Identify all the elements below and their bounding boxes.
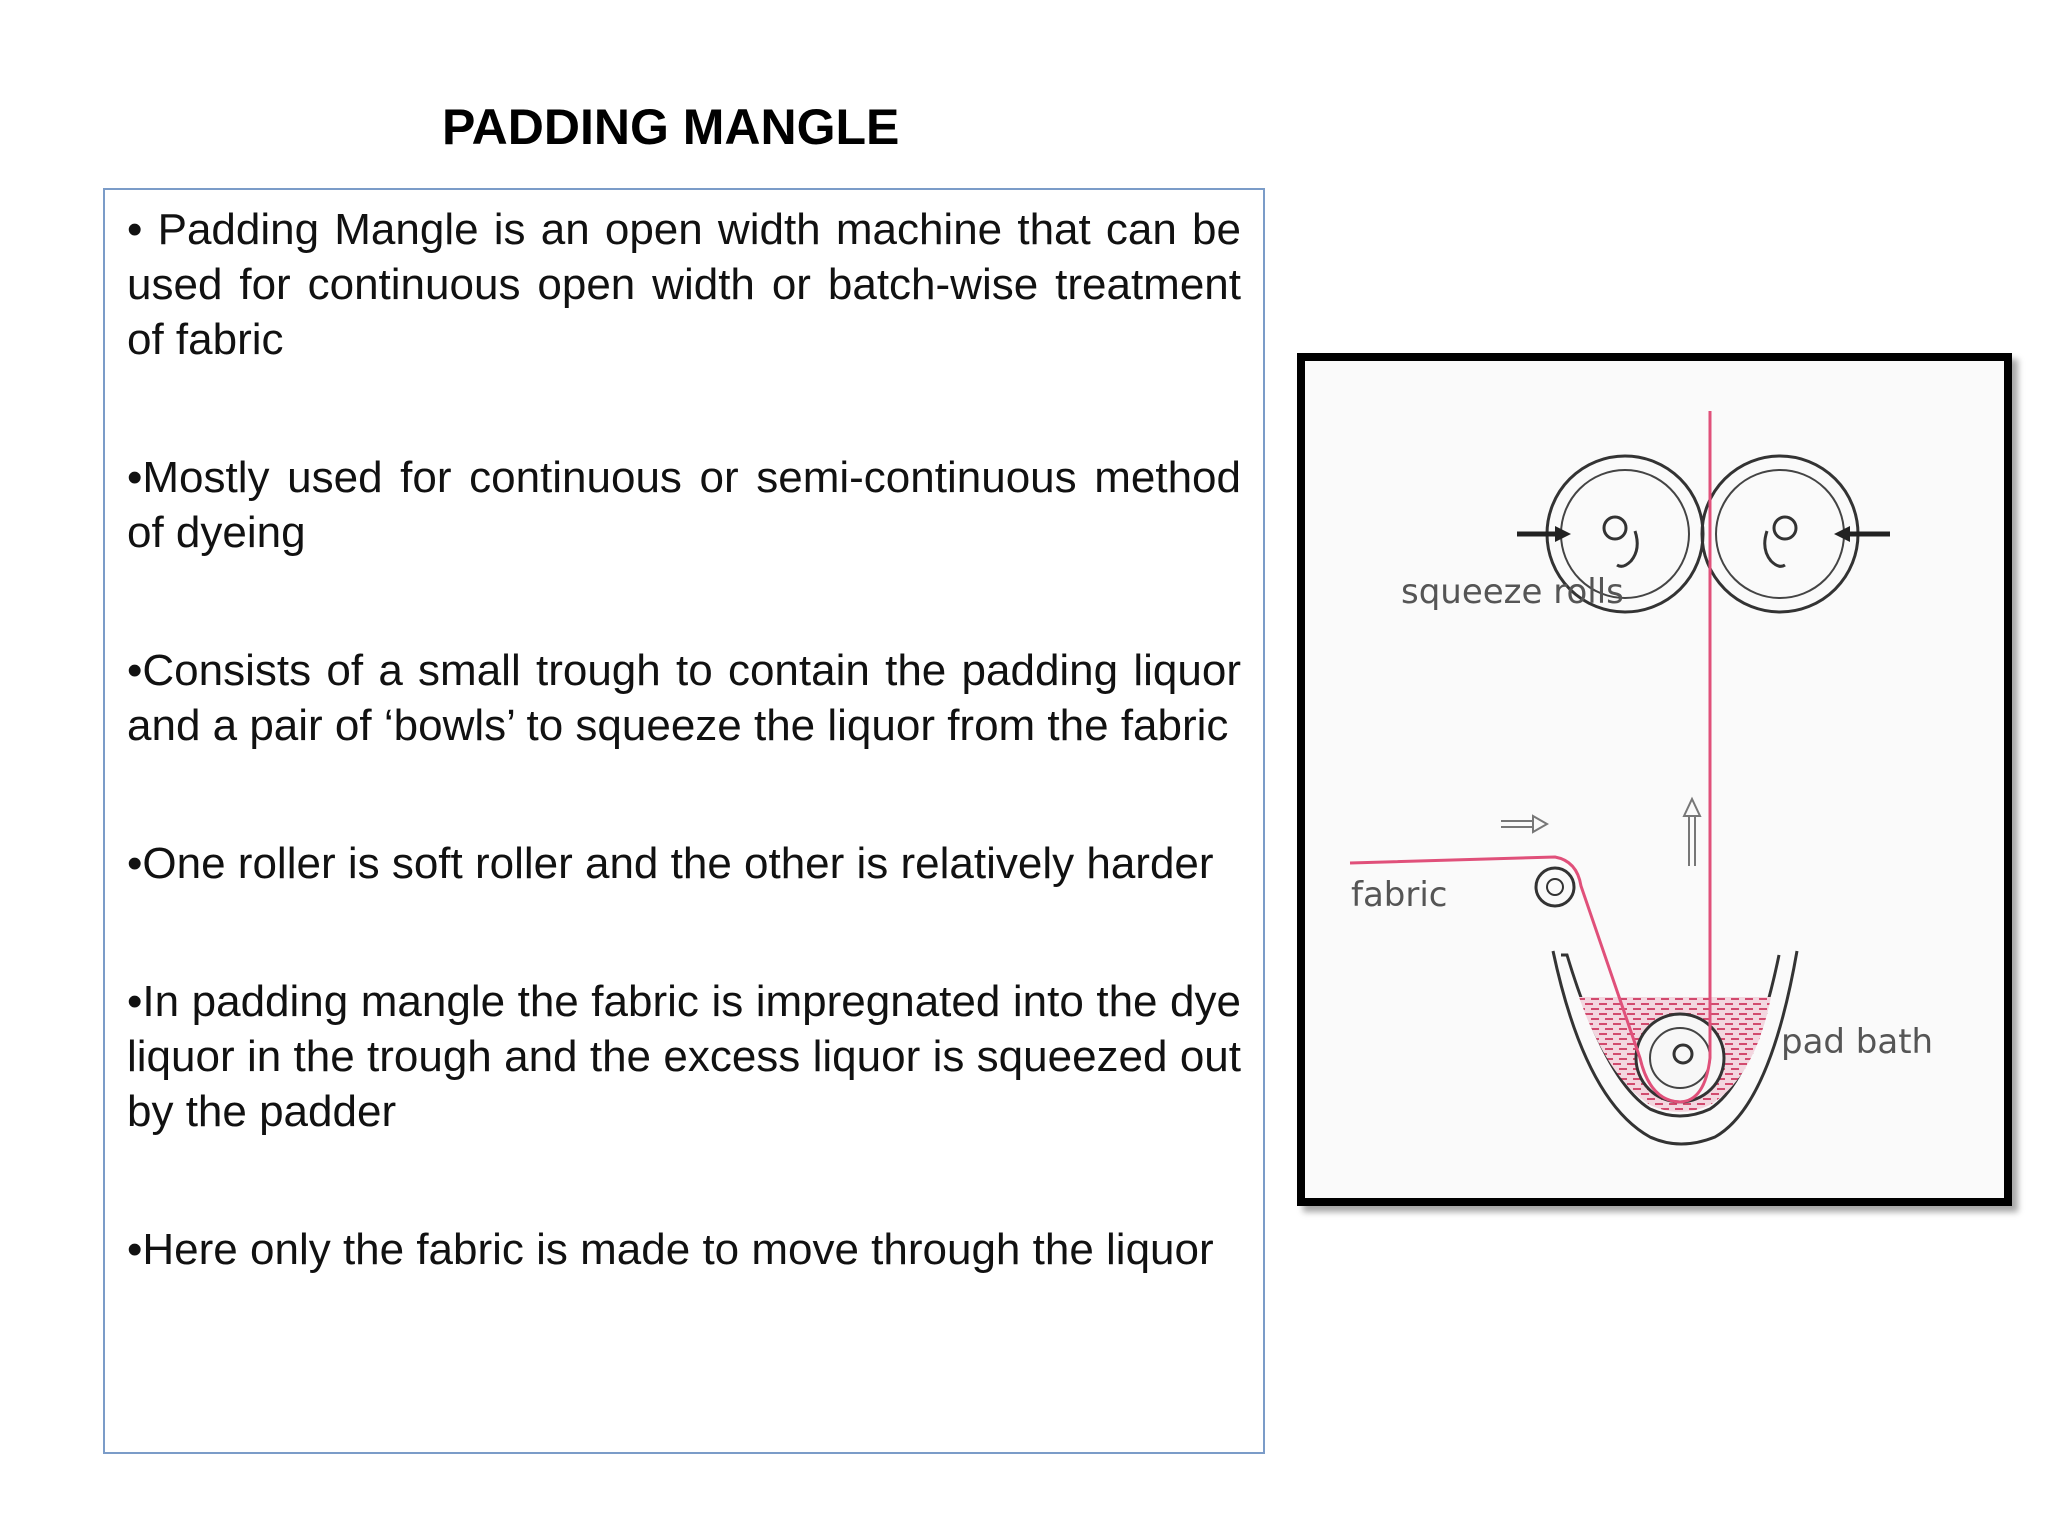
bullet-point: • Padding Mangle is an open width machin… (127, 205, 1241, 364)
fabric-up-arrow (1682, 796, 1702, 866)
bullet-point: •Consists of a small trough to contain t… (127, 646, 1241, 750)
fabric-label: fabric (1351, 875, 1448, 915)
guide-roller (1534, 866, 1576, 908)
bullet-point: •Mostly used for continuous or semi-cont… (127, 453, 1241, 557)
pressure-arrow-right (1834, 526, 1890, 542)
pad-bath-label: pad bath (1781, 1022, 1933, 1062)
bullet-text-box: • Padding Mangle is an open width machin… (103, 188, 1265, 1454)
squeeze-rolls-label: squeeze rolls (1401, 572, 1624, 612)
slide-title: PADDING MANGLE (442, 99, 900, 155)
pressure-arrow-left (1517, 526, 1571, 542)
immersion-roller (1634, 1012, 1726, 1104)
bullet-point: •One roller is soft roller and the other… (127, 839, 1214, 888)
bullet-point: •Here only the fabric is made to move th… (127, 1225, 1214, 1274)
bullet-point: •In padding mangle the fabric is impregn… (127, 977, 1241, 1136)
fabric-path (1349, 411, 1712, 1104)
padding-mangle-diagram: squeeze rolls fabric pad bath (1349, 411, 1933, 1146)
fabric-direction-arrow (1501, 814, 1550, 834)
padding-mangle-figure: squeeze rolls fabric pad bath (1297, 353, 2012, 1206)
